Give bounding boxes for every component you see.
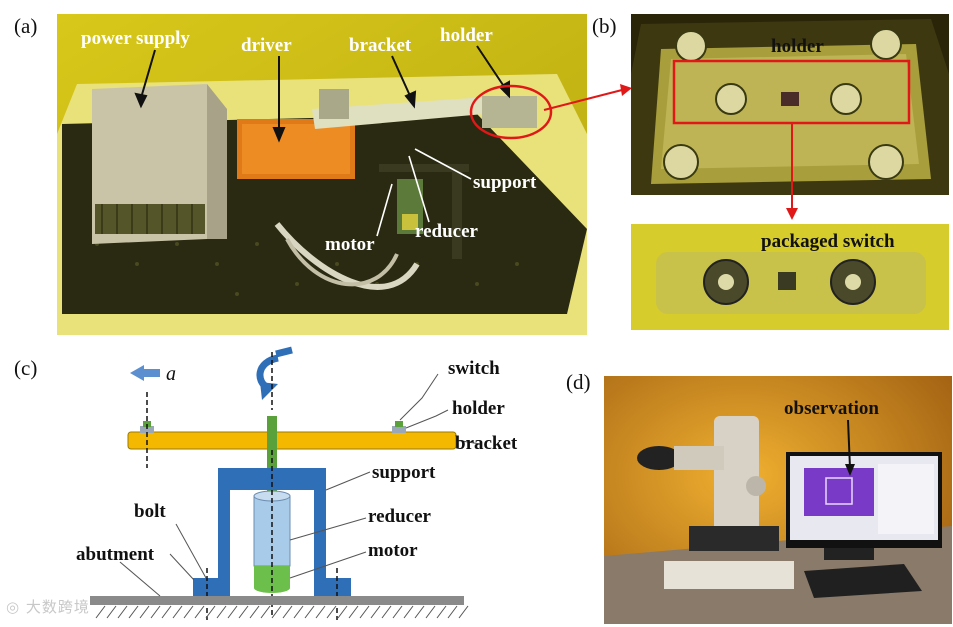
label-motor: motor — [325, 234, 375, 255]
panel-a-photo: power supply driver bracket holder suppo… — [57, 14, 587, 335]
schematic-switch — [395, 421, 403, 427]
label-acceleration: a — [166, 363, 176, 385]
holder-highlight-ellipse — [469, 84, 553, 140]
switch-highlight-rect — [672, 59, 911, 125]
schematic-abutment — [90, 596, 464, 605]
schematic-holder-right — [392, 426, 406, 433]
panel-d-photo: observation — [604, 376, 952, 624]
label-support: support — [473, 172, 537, 193]
acceleration-arrow — [130, 365, 160, 381]
panel-c-letter: (c) — [14, 356, 38, 380]
schematic-support — [218, 468, 326, 598]
label-c-holder: holder — [452, 398, 505, 419]
watermark: ◎ 大数跨境 — [6, 596, 90, 617]
label-driver: driver — [241, 35, 292, 56]
label-c-reducer: reducer — [368, 506, 432, 527]
panel-b-photo: holder — [631, 14, 949, 195]
label-packaged-switch: packaged switch — [761, 231, 895, 252]
schematic-motor — [254, 566, 290, 588]
panel-b-letter: (b) — [592, 14, 617, 38]
label-c-support: support — [372, 462, 436, 483]
label-observation: observation — [784, 398, 879, 419]
panel-a-letter: (a) — [14, 14, 38, 38]
label-b-holder: holder — [771, 36, 824, 57]
schematic-shaft — [267, 416, 277, 496]
panel-a-pointer-arrows — [134, 45, 510, 143]
schematic-holder-left — [140, 426, 154, 433]
panel-b-zoom: packaged switch — [631, 224, 949, 330]
label-power-supply: power supply — [81, 28, 190, 49]
label-c-bracket: bracket — [455, 433, 518, 454]
label-c-bolt: bolt — [134, 501, 166, 522]
label-bracket: bracket — [349, 35, 412, 56]
label-c-switch: switch — [448, 358, 500, 379]
label-holder: holder — [440, 25, 493, 46]
arrow-a-to-b — [543, 84, 632, 111]
panel-c-schematic: a switch holder bracket support redu — [76, 346, 518, 620]
label-reducer: reducer — [415, 221, 479, 242]
watermark-logo-icon: ◎ — [6, 598, 21, 616]
watermark-text: 大数跨境 — [25, 598, 90, 616]
schematic-bracket — [127, 431, 457, 450]
label-c-motor: motor — [368, 540, 418, 561]
panel-d-letter: (d) — [566, 370, 591, 394]
arrow-b-down — [786, 124, 798, 220]
label-c-abutment: abutment — [76, 544, 155, 565]
